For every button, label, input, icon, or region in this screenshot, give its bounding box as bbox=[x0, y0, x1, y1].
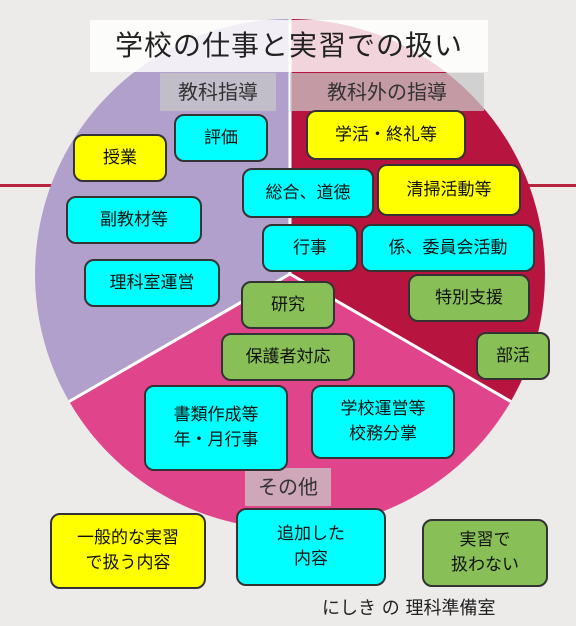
section-label-other: その他 bbox=[245, 468, 331, 506]
box-cleaning: 清掃活動等 bbox=[377, 164, 521, 216]
box-events: 行事 bbox=[262, 224, 358, 272]
page-title: 学校の仕事と実習での扱い bbox=[90, 20, 488, 72]
box-integrated-moral: 総合、道徳 bbox=[242, 168, 374, 218]
section-label-non-subject: 教科外の指導 bbox=[290, 73, 484, 111]
box-class-activities: 学活・終礼等 bbox=[306, 110, 466, 160]
box-guardians: 保護者対応 bbox=[221, 333, 355, 381]
box-evaluation: 評価 bbox=[174, 114, 268, 162]
box-special-support: 特別支援 bbox=[408, 274, 530, 322]
box-lessons: 授業 bbox=[73, 134, 167, 182]
box-documents: 書類作成等 年・月行事 bbox=[144, 385, 288, 471]
box-sub-materials: 副教材等 bbox=[66, 196, 202, 244]
section-label-subject: 教科指導 bbox=[160, 73, 276, 111]
box-school-management: 学校運営等 校務分掌 bbox=[311, 385, 455, 459]
box-club: 部活 bbox=[476, 332, 550, 380]
legend-general-content: 一般的な実習 で扱う内容 bbox=[50, 513, 206, 589]
legend-not-handled: 実習で 扱わない bbox=[422, 519, 548, 587]
author-credit: にしき の 理科準備室 bbox=[322, 598, 496, 619]
box-committee: 係、委員会活動 bbox=[361, 224, 535, 272]
box-science-room: 理科室運営 bbox=[84, 259, 220, 307]
legend-added-content: 追加した 内容 bbox=[236, 508, 386, 586]
box-research: 研究 bbox=[241, 281, 335, 329]
